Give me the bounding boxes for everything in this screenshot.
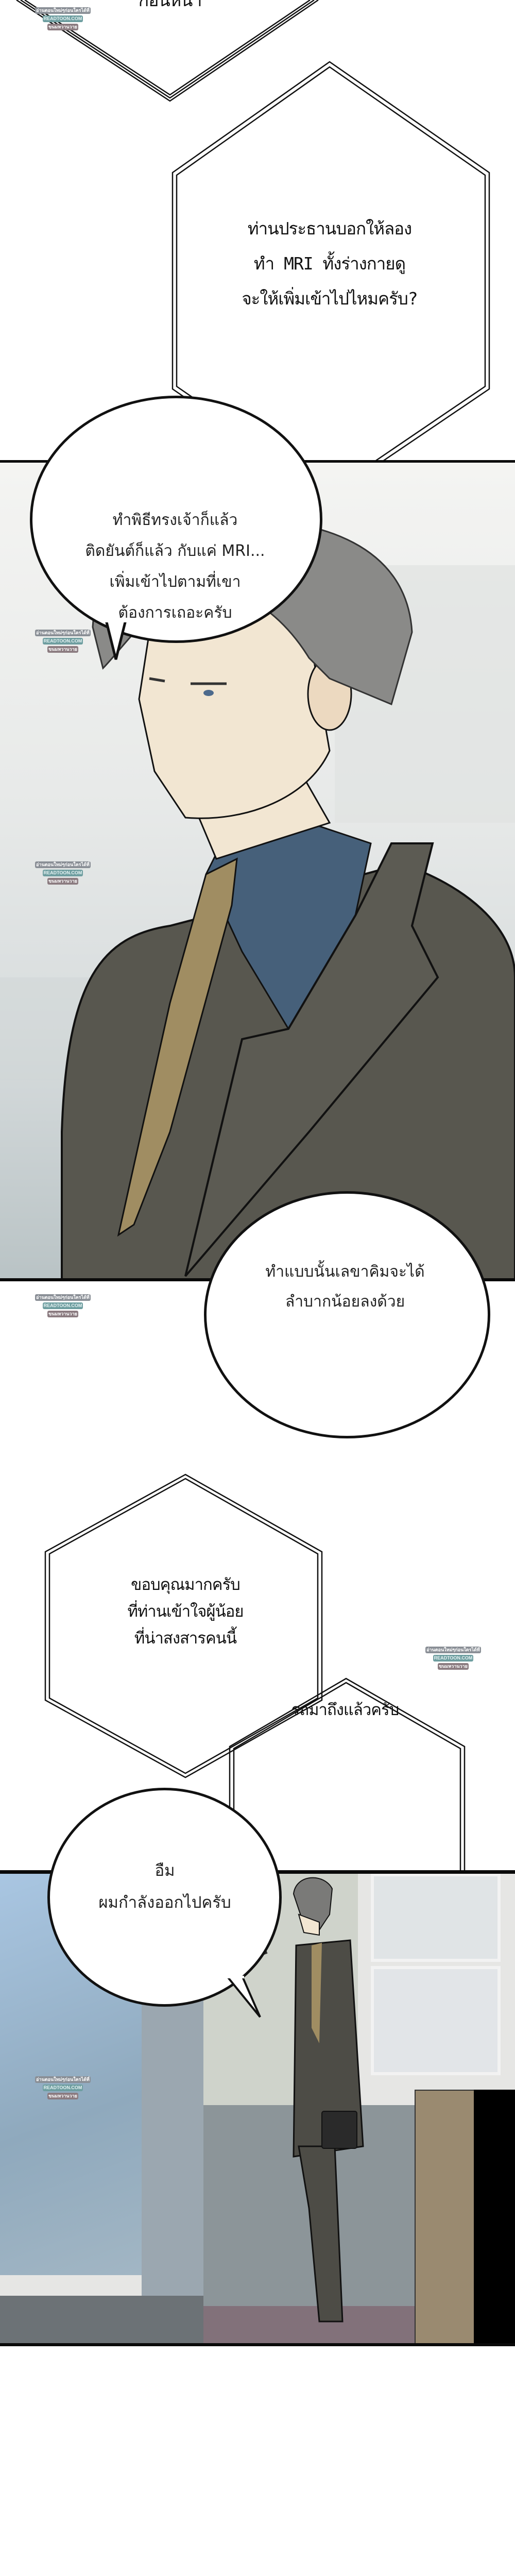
watermark: อ่านตอนใหม่ๆก่อนใครได้ที่ READTOON.COM ข… bbox=[425, 1647, 481, 1670]
speech-bubble-less-trouble bbox=[204, 1191, 490, 1438]
caption-thanks: ขอบคุณมากครับ ที่ท่านเข้าใจผู้น้อย ที่น่… bbox=[127, 1575, 244, 1648]
panel-border bbox=[0, 2343, 515, 2346]
bubble-text-less-trouble: ทำแบบนั้นเลขาคิมจะได้ ลำบากน้อยลงด้วย bbox=[265, 1263, 425, 1311]
character-suit bbox=[61, 518, 515, 1281]
caption-car-arrived: รถมาถึงแล้วครับ bbox=[291, 1701, 400, 1719]
speech-bubble-ritual bbox=[30, 396, 322, 643]
watermark: อ่านตอนใหม่ๆก่อนใครได้ที่ READTOON.COM ข… bbox=[35, 7, 91, 30]
caption-top-partial: ก่อนหน้า bbox=[138, 0, 202, 11]
bubble-tail bbox=[103, 618, 134, 660]
watermark: อ่านตอนใหม่ๆก่อนใครได้ที่ READTOON.COM ข… bbox=[35, 1294, 91, 1317]
bubble-tail bbox=[227, 1976, 261, 2018]
caption-hexagon-top bbox=[16, 0, 319, 102]
caption-mri-question: ท่านประธานบอกให้ลอง ทำ MRI ทั้งร่างกายดู… bbox=[242, 218, 418, 309]
watermark: อ่านตอนใหม่ๆก่อนใครได้ที่ READTOON.COM ข… bbox=[35, 861, 91, 885]
watermark: อ่านตอนใหม่ๆก่อนใครได้ที่ READTOON.COM ข… bbox=[35, 630, 91, 653]
bubble-text-leaving: อืม ผมกำลังออกไปครับ bbox=[98, 1861, 231, 1912]
speech-bubble-leaving bbox=[47, 1788, 282, 2007]
character-standing bbox=[252, 1877, 364, 2323]
bubble-text-ritual: ทำพิธีทรงเจ้าก็แล้ว ติดยันต์ก็แล้ว กับแค… bbox=[85, 511, 265, 622]
watermark: อ่านตอนใหม่ๆก่อนใครได้ที่ READTOON.COM ข… bbox=[35, 2076, 91, 2099]
